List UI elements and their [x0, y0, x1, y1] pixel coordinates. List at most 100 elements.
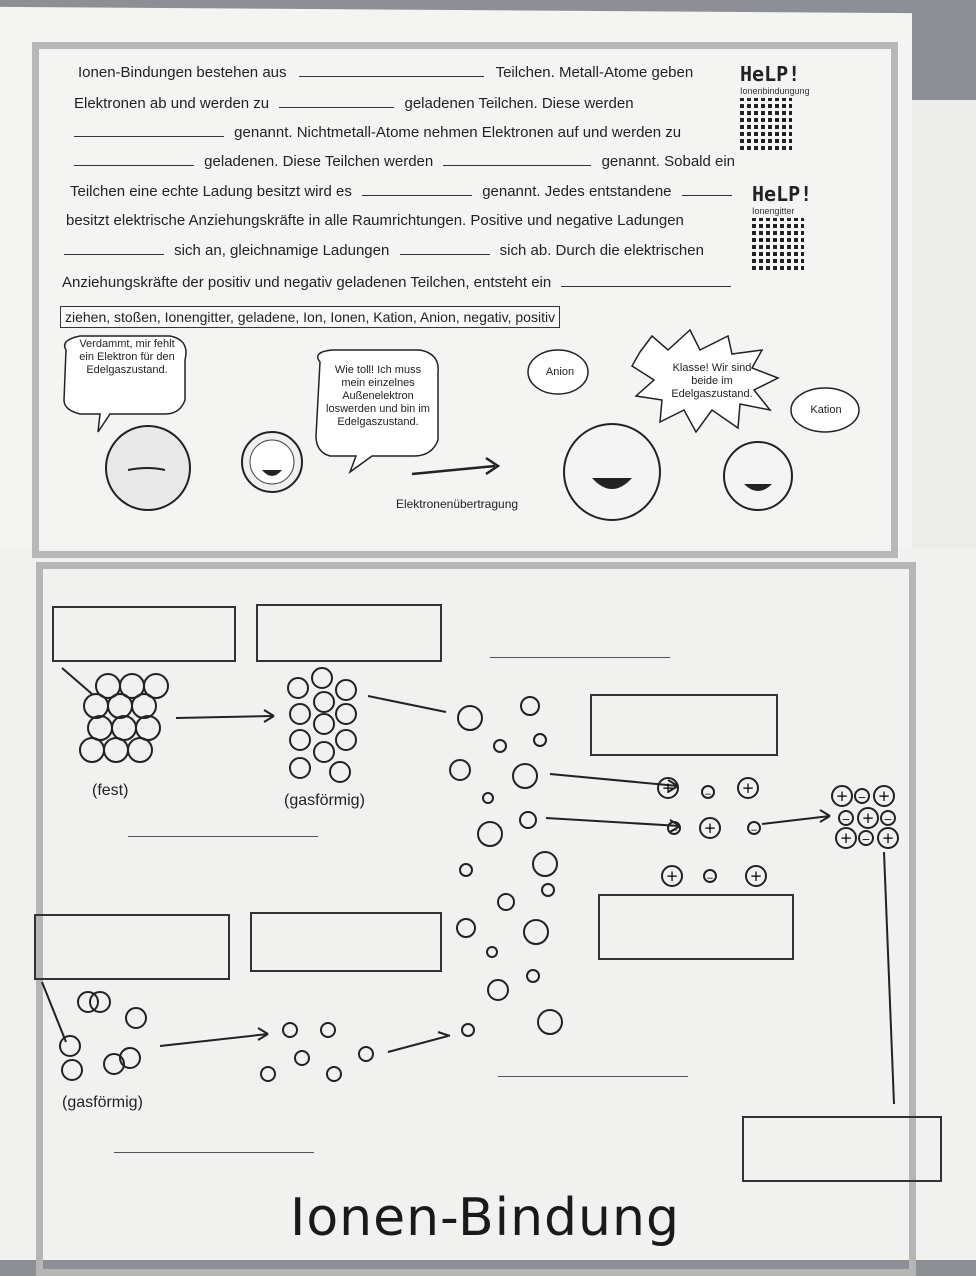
- word-bank: ziehen, stoßen, Ionengitter, geladene, I…: [60, 306, 561, 328]
- answer-box[interactable]: [250, 912, 442, 972]
- separated-atom-icon: [260, 1066, 276, 1082]
- cloze-line-7: sich an, gleichnamige Ladungen sich ab. …: [64, 242, 704, 259]
- help-title: HeLP!: [752, 182, 813, 206]
- answer-box[interactable]: [52, 606, 236, 662]
- fill-blank[interactable]: [74, 126, 224, 137]
- label-fest: (fest): [92, 782, 129, 799]
- text: Elektronen ab und werden zu: [74, 95, 270, 112]
- plus-sign: +: [878, 787, 891, 805]
- arrow-head-icon: [485, 456, 501, 476]
- fill-blank[interactable]: [362, 185, 473, 196]
- anion-icon: [703, 869, 717, 883]
- minus-sign: −: [670, 826, 678, 836]
- gas-molecule-icon: [125, 1007, 147, 1029]
- gas-atom-icon: [335, 703, 357, 725]
- fill-blank[interactable]: [443, 155, 592, 166]
- fill-blank[interactable]: [681, 185, 732, 196]
- speech-bubble-right: [630, 328, 780, 434]
- minus-sign: −: [862, 834, 871, 846]
- answer-line[interactable]: [128, 836, 318, 837]
- gas-atom-icon: [313, 691, 335, 713]
- nonmetal-particle-icon: [541, 883, 555, 897]
- fill-blank[interactable]: [399, 244, 490, 255]
- text: Teilchen eine echte Ladung besitzt wird …: [70, 183, 352, 200]
- fill-blank[interactable]: [279, 97, 395, 108]
- text: besitzt elektrische Anziehungskräfte in …: [66, 212, 684, 229]
- help-box-ionenbindung[interactable]: HeLP! Ionenbindungung: [740, 62, 832, 154]
- fill-blank[interactable]: [561, 276, 732, 287]
- text: genannt. Jedes entstandene: [482, 183, 672, 200]
- gas-molecule-icon: [119, 1047, 141, 1069]
- plus-sign: +: [840, 829, 853, 847]
- answer-box[interactable]: [590, 694, 778, 756]
- plus-sign: +: [862, 809, 875, 827]
- pointer-line: [367, 695, 447, 713]
- answer-box[interactable]: [256, 604, 442, 662]
- fill-blank[interactable]: [298, 66, 484, 77]
- nonmetal-particle-icon: [537, 1009, 563, 1035]
- minus-sign: −: [884, 814, 893, 826]
- gas-atom-icon: [335, 729, 357, 751]
- text: geladenen. Diese Teilchen werden: [204, 153, 434, 170]
- plus-sign: +: [666, 867, 679, 885]
- nonmetal-particle-icon: [477, 821, 503, 847]
- pointer-line: [41, 981, 67, 1043]
- arrow-head-icon: [819, 809, 831, 817]
- gas-atom-icon: [311, 667, 333, 689]
- arrow-icon: [545, 817, 681, 827]
- gas-atom-icon: [335, 679, 357, 701]
- arrow-caption: Elektronenübertragung: [395, 497, 519, 511]
- gas-molecule-icon: [59, 1035, 81, 1057]
- separated-atom-icon: [320, 1022, 336, 1038]
- text: Ionen-Bindungen bestehen aus: [78, 64, 287, 81]
- qr-code-icon[interactable]: [752, 218, 804, 270]
- plus-sign: +: [882, 829, 895, 847]
- answer-line[interactable]: [498, 1076, 688, 1077]
- answer-box[interactable]: [34, 914, 230, 980]
- fill-blank[interactable]: [64, 244, 164, 255]
- metal-atom-icon: [127, 737, 153, 763]
- separated-atom-icon: [358, 1046, 374, 1062]
- nonmetal-particle-icon: [459, 863, 473, 877]
- answer-box[interactable]: [598, 894, 794, 960]
- nonmetal-particle-icon: [523, 919, 549, 945]
- nonmetal-particle-icon: [533, 733, 547, 747]
- help-box-ionengitter[interactable]: HeLP! Ionengitter: [752, 182, 844, 274]
- page-title: Ionen-Bindung: [290, 1188, 680, 1248]
- minus-sign: −: [750, 826, 758, 836]
- text: sich an, gleichnamige Ladungen: [174, 242, 390, 259]
- metal-atom-icon: [107, 693, 133, 719]
- arrow-icon: [159, 1033, 269, 1047]
- worksheet-bottom-page: [0, 548, 976, 1260]
- plus-sign: +: [836, 787, 849, 805]
- kation-label: Kation: [810, 404, 842, 416]
- nonmetal-particle-icon: [456, 918, 476, 938]
- fill-blank[interactable]: [74, 155, 194, 166]
- cloze-line-8: Anziehungskräfte der positiv und negativ…: [62, 274, 732, 291]
- answer-line[interactable]: [490, 657, 670, 658]
- minus-sign: −: [706, 874, 714, 884]
- metal-atom-icon: [103, 737, 129, 763]
- cloze-line-1: Ionen-Bindungen bestehen aus Teilchen. M…: [78, 64, 693, 81]
- cation-icon: [737, 777, 759, 799]
- text: geladenen Teilchen. Diese werden: [404, 95, 634, 112]
- label-gasfoermig-2: (gasförmig): [62, 1094, 143, 1111]
- gas-atom-icon: [289, 757, 311, 779]
- arrow-icon: [175, 715, 275, 719]
- arrow-head-icon: [257, 1033, 269, 1041]
- metal-atom-icon: [143, 673, 169, 699]
- arrow-icon: [387, 1035, 449, 1053]
- cation-icon: [835, 827, 857, 849]
- arrow-head-icon: [667, 779, 679, 787]
- answer-line[interactable]: [114, 1152, 314, 1153]
- anion-icon: [880, 810, 896, 826]
- help-title: HeLP!: [740, 62, 801, 86]
- nonmetal-particle-icon: [457, 705, 483, 731]
- cation-icon: [831, 785, 853, 807]
- qr-code-icon[interactable]: [740, 98, 792, 150]
- gas-molecule-icon: [77, 991, 99, 1013]
- nonmetal-particle-icon: [520, 696, 540, 716]
- pointer-line: [61, 667, 93, 695]
- answer-box[interactable]: [742, 1116, 942, 1182]
- anion-label: Anion: [545, 366, 575, 378]
